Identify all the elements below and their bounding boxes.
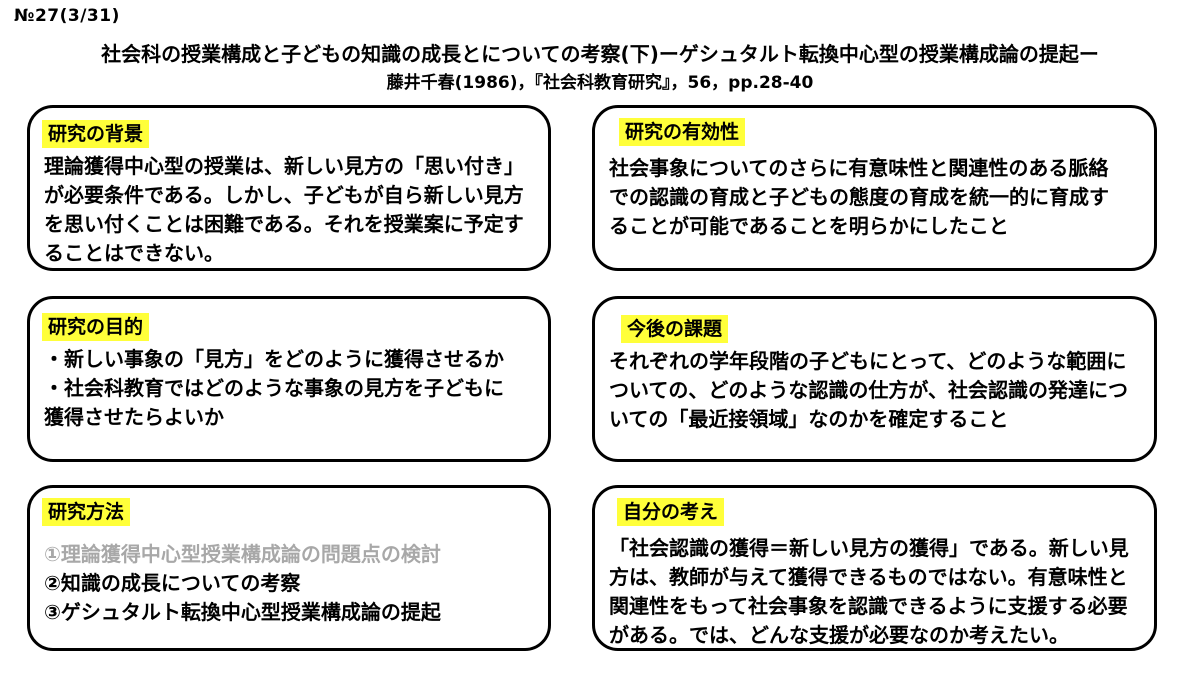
card-research-purpose: 研究の目的 ・新しい事象の「見方」をどのように獲得させるか ・社会科教育ではどの… (27, 296, 551, 462)
method-item: ③ゲシュタルト転換中心型授業構成論の提起 (44, 600, 441, 624)
list-item: 獲得させたらよいか (44, 405, 224, 429)
card-label-research-method: 研究方法 (42, 498, 131, 526)
text-line: がある。では、どんな支援が必要なのか考えたい。 (609, 623, 1069, 647)
card-label-own-opinion: 自分の考え (617, 498, 725, 526)
card-label-research-effectiveness: 研究の有効性 (619, 118, 746, 146)
text-line: 理論獲得中心型の授業は、新しい見方の「思い付き」 (44, 154, 524, 178)
purpose-list: ・新しい事象の「見方」をどのように獲得させるか ・社会科教育ではどのような事象の… (44, 345, 538, 432)
card-research-method: 研究方法 ①理論獲得中心型授業構成論の問題点の検討 ②知識の成長についての考察 … (27, 485, 551, 651)
card-body-research-method: ①理論獲得中心型授業構成論の問題点の検討 ②知識の成長についての考察 ③ゲシュタ… (44, 540, 538, 627)
card-label-future-issues: 今後の課題 (621, 315, 729, 343)
list-item: ・新しい事象の「見方」をどのように獲得させるか (44, 347, 504, 371)
citation: 藤井千春(1986)，『社会科教育研究』，56，pp.28-40 (386, 73, 814, 93)
page-title: 社会科の授業構成と子どもの知識の成長とについての考察(下)ーゲシュタルト転換中心… (101, 42, 1099, 66)
card-label-research-purpose: 研究の目的 (42, 313, 150, 341)
text-line: ることが可能であることを明らかにしたこと (609, 214, 1009, 238)
text-line: 「社会認識の獲得＝新しい見方の獲得」である。新しい見 (609, 536, 1129, 560)
text-line: ついての、どのような認識の仕方が、社会認識の発達につ (609, 378, 1128, 402)
text-line: での認識の育成と子どもの態度の育成を統一的に育成す (609, 185, 1109, 209)
card-body-research-effectiveness: 社会事象についてのさらに有意味性と関連性のある脈絡 での認識の育成と子どもの態度… (609, 154, 1144, 241)
text-line: が必要条件である。しかし、子どもが自ら新しい見方 (44, 183, 524, 207)
card-own-opinion: 自分の考え 「社会認識の獲得＝新しい見方の獲得」である。新しい見 方は、教師が与… (592, 485, 1157, 651)
card-research-background: 研究の背景 理論獲得中心型の授業は、新しい見方の「思い付き」 が必要条件である。… (27, 105, 551, 271)
card-future-issues: 今後の課題 それぞれの学年段階の子どもにとって、どのような範囲に ついての、どの… (592, 296, 1157, 462)
text-line: いての「最近接領域」なのかを確定すること (609, 407, 1009, 431)
text-line: 関連性をもって社会事象を認識できるように支援する必要 (609, 594, 1128, 618)
text-line: それぞれの学年段階の子どもにとって、どのような範囲に (609, 349, 1127, 373)
slide-number: №27(3/31) (14, 6, 120, 26)
text-line: を思い付くことは困難である。それを授業案に予定す (44, 212, 524, 236)
card-research-effectiveness: 研究の有効性 社会事象についてのさらに有意味性と関連性のある脈絡 での認識の育成… (592, 105, 1157, 271)
list-item: ・社会科教育ではどのような事象の見方を子どもに (44, 376, 504, 400)
card-label-research-background: 研究の背景 (42, 120, 150, 148)
text-line: 方は、教師が与えて獲得できるものではない。有意味性と (609, 565, 1128, 589)
card-body-research-purpose: ・新しい事象の「見方」をどのように獲得させるか ・社会科教育ではどのような事象の… (44, 345, 538, 432)
card-body-research-background: 理論獲得中心型の授業は、新しい見方の「思い付き」 が必要条件である。しかし、子ど… (44, 152, 538, 268)
card-body-future-issues: それぞれの学年段階の子どもにとって、どのような範囲に ついての、どのような認識の… (609, 347, 1144, 434)
card-body-own-opinion: 「社会認識の獲得＝新しい見方の獲得」である。新しい見 方は、教師が与えて獲得でき… (609, 534, 1144, 650)
text-line: ることはできない。 (44, 241, 224, 265)
method-item: ②知識の成長についての考察 (44, 571, 301, 595)
method-item: ①理論獲得中心型授業構成論の問題点の検討 (44, 542, 441, 566)
text-line: 社会事象についてのさらに有意味性と関連性のある脈絡 (609, 156, 1109, 180)
